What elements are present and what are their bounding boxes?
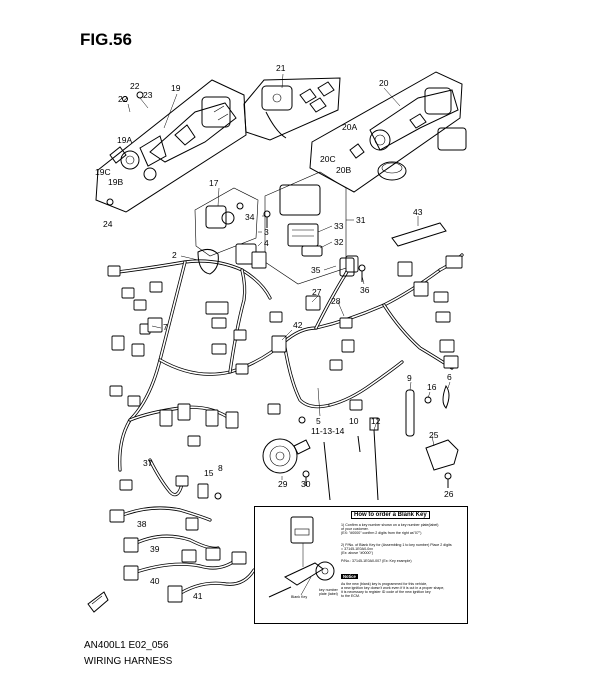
callout-36: 36 [360,285,370,295]
key-instruction-line: (Ex: above "#0000") [341,551,373,555]
callout-4: 4 [264,238,269,248]
key-instruction-line: = 37145-1E0A0-0xx [341,547,373,551]
callout-11-13-14: 11-13-14 [311,426,345,436]
callout-15: 15 [204,468,214,478]
callout-41: 41 [193,591,203,601]
relay-bracket-group [194,187,259,257]
key-instruction-line: (EX: "#0000" confirm 2 digits from the r… [341,531,422,535]
callout-20A: 20A [342,122,357,132]
callout-34: 34 [245,212,255,222]
callout-22b: 22 [118,94,128,104]
callout-2: 2 [172,250,177,260]
callout-26: 26 [444,489,454,499]
figure-title: FIG.56 [80,30,132,49]
callout-20: 20 [379,78,389,88]
callout-16: 16 [427,382,437,392]
key-plate-label: key number plate (label) [319,588,338,597]
callout-33: 33 [334,221,344,231]
callout-8: 8 [218,463,223,473]
callout-40: 40 [150,576,160,586]
tape-43 [391,222,447,247]
key-notice-line: it is necessary to register ID code of t… [341,590,431,594]
callout-6: 6 [447,372,452,382]
key-instruction-line: 2) P/No. of Blank Key for (Assembling 1 … [341,543,452,547]
callout-12: 12 [371,416,381,426]
right-handlebar-switch-assembly [95,79,247,213]
screw-34 [263,210,271,228]
callout-39: 39 [150,544,160,554]
callout-27: 27 [312,287,322,297]
key-instruction-line: P/No.: 37145-1E0A0-007 (Ex: Key example) [341,559,412,563]
key-notice-line: to the ECM. [341,594,360,598]
key-notice-heading: Notice [341,574,358,579]
front-direction-icon [87,591,109,613]
coupler-cover-2 [197,248,219,275]
callout-43: 43 [413,207,423,217]
key-instruction-line: 1) Confirm a key number shown on a key n… [341,523,439,527]
callout-20C: 20C [320,154,336,164]
callout-30: 30 [301,479,311,489]
key-notice-line: a new ignition key doesn't work even if … [341,586,445,590]
sub-harnesses [109,458,256,603]
callout-24: 24 [103,219,113,229]
figure-code: AN400L1 E02_056 [84,640,169,651]
callout-35: 35 [311,265,321,275]
figure-name: WIRING HARNESS [84,656,173,667]
callout-42: 42 [293,320,303,330]
left-handlebar-switch-assembly [243,77,341,141]
callout-19C: 19C [95,167,111,177]
key-box-heading: How to order a Blank Key [351,511,430,519]
callout-3: 3 [264,227,269,237]
relay-7 [147,317,163,333]
leader-lines [127,73,451,486]
key-instruction-line: of your customer. [341,527,369,531]
key-illustration [268,516,335,598]
blank-key-label: Blank Key [291,595,308,599]
callout-23: 23 [143,90,153,100]
callout-20B: 20B [336,165,351,175]
blank-key-info-box: How to order a Blank Key 1) Confirm a ke… [254,506,468,624]
callout-38: 38 [137,519,147,529]
callout-22: 22 [130,81,140,91]
callout-7: 7 [163,322,168,332]
horn-29 [262,438,311,474]
callout-32: 32 [334,237,344,247]
cable-ties [302,417,379,501]
callout-29: 29 [278,479,288,489]
callout-37: 37 [143,458,153,468]
callout-labels: 22 22 23 19 19A 19C 19B 24 21 20 20A 20C… [95,63,454,601]
callout-19A: 19A [117,135,132,145]
sensor-35-36 [339,257,366,282]
callout-9: 9 [407,373,412,383]
callout-28: 28 [331,296,341,306]
callout-19B: 19B [108,177,123,187]
callout-19: 19 [171,83,181,93]
callout-10: 10 [349,416,359,426]
ignition-switch-assembly [309,71,467,193]
key-notice-line: As the new (blank) key is programmed for… [341,582,428,586]
main-wiring-harness [116,253,464,472]
harness-connectors [107,243,463,447]
callout-5: 5 [316,416,321,426]
callout-31: 31 [356,215,366,225]
callout-21: 21 [276,63,286,73]
callout-25: 25 [429,430,439,440]
callout-17: 17 [209,178,219,188]
